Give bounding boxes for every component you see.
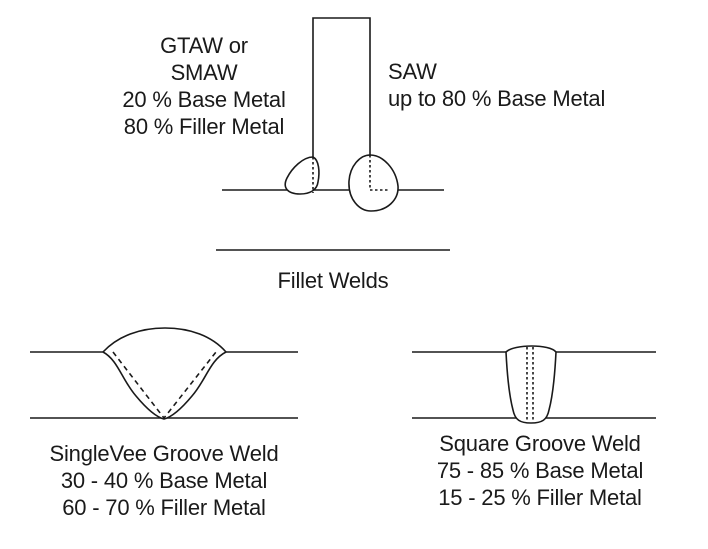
fillet-gtaw-line1: GTAW or xyxy=(160,33,248,58)
square-groove-filler-metal: 15 - 25 % Filler Metal xyxy=(438,485,642,510)
fillet-gtaw-base-metal: 20 % Base Metal xyxy=(122,87,286,112)
fillet-weld-figure xyxy=(216,17,450,251)
fillet-saw-line1: SAW xyxy=(388,59,437,84)
square-groove-figure xyxy=(412,345,656,424)
single-vee-title: SingleVee Groove Weld xyxy=(49,441,279,466)
fillet-welds-caption: Fillet Welds xyxy=(277,268,389,293)
single-vee-base-metal: 30 - 40 % Base Metal xyxy=(60,468,268,493)
fillet-gtaw-filler-metal: 80 % Filler Metal xyxy=(123,114,285,139)
single-vee-filler-metal: 60 - 70 % Filler Metal xyxy=(62,495,266,520)
single-vee-groove-figure xyxy=(30,327,298,420)
fillet-saw-label: SAW up to 80 % Base Metal xyxy=(388,58,605,112)
fillet-saw-base-metal: up to 80 % Base Metal xyxy=(388,86,606,111)
square-groove-title: Square Groove Weld xyxy=(439,431,641,456)
fillet-fusion-line-right xyxy=(369,155,390,191)
square-groove-weld-bead xyxy=(505,345,557,424)
single-vee-label: SingleVee Groove Weld 30 - 40 % Base Met… xyxy=(14,440,314,521)
square-groove-base-metal: 75 - 85 % Base Metal xyxy=(436,458,644,483)
fillet-gtaw-smaw-label: GTAW or SMAW 20 % Base Metal 80 % Filler… xyxy=(100,32,308,140)
single-vee-weld-cap xyxy=(102,327,227,353)
fillet-vertical-plate xyxy=(312,17,371,168)
single-vee-groove-bevel xyxy=(112,351,217,420)
fillet-bead-gtaw-smaw xyxy=(284,156,320,195)
square-groove-label: Square Groove Weld 75 - 85 % Base Metal … xyxy=(404,430,676,511)
fillet-gtaw-line2: SMAW xyxy=(170,60,238,85)
fillet-bead-saw xyxy=(348,154,399,212)
